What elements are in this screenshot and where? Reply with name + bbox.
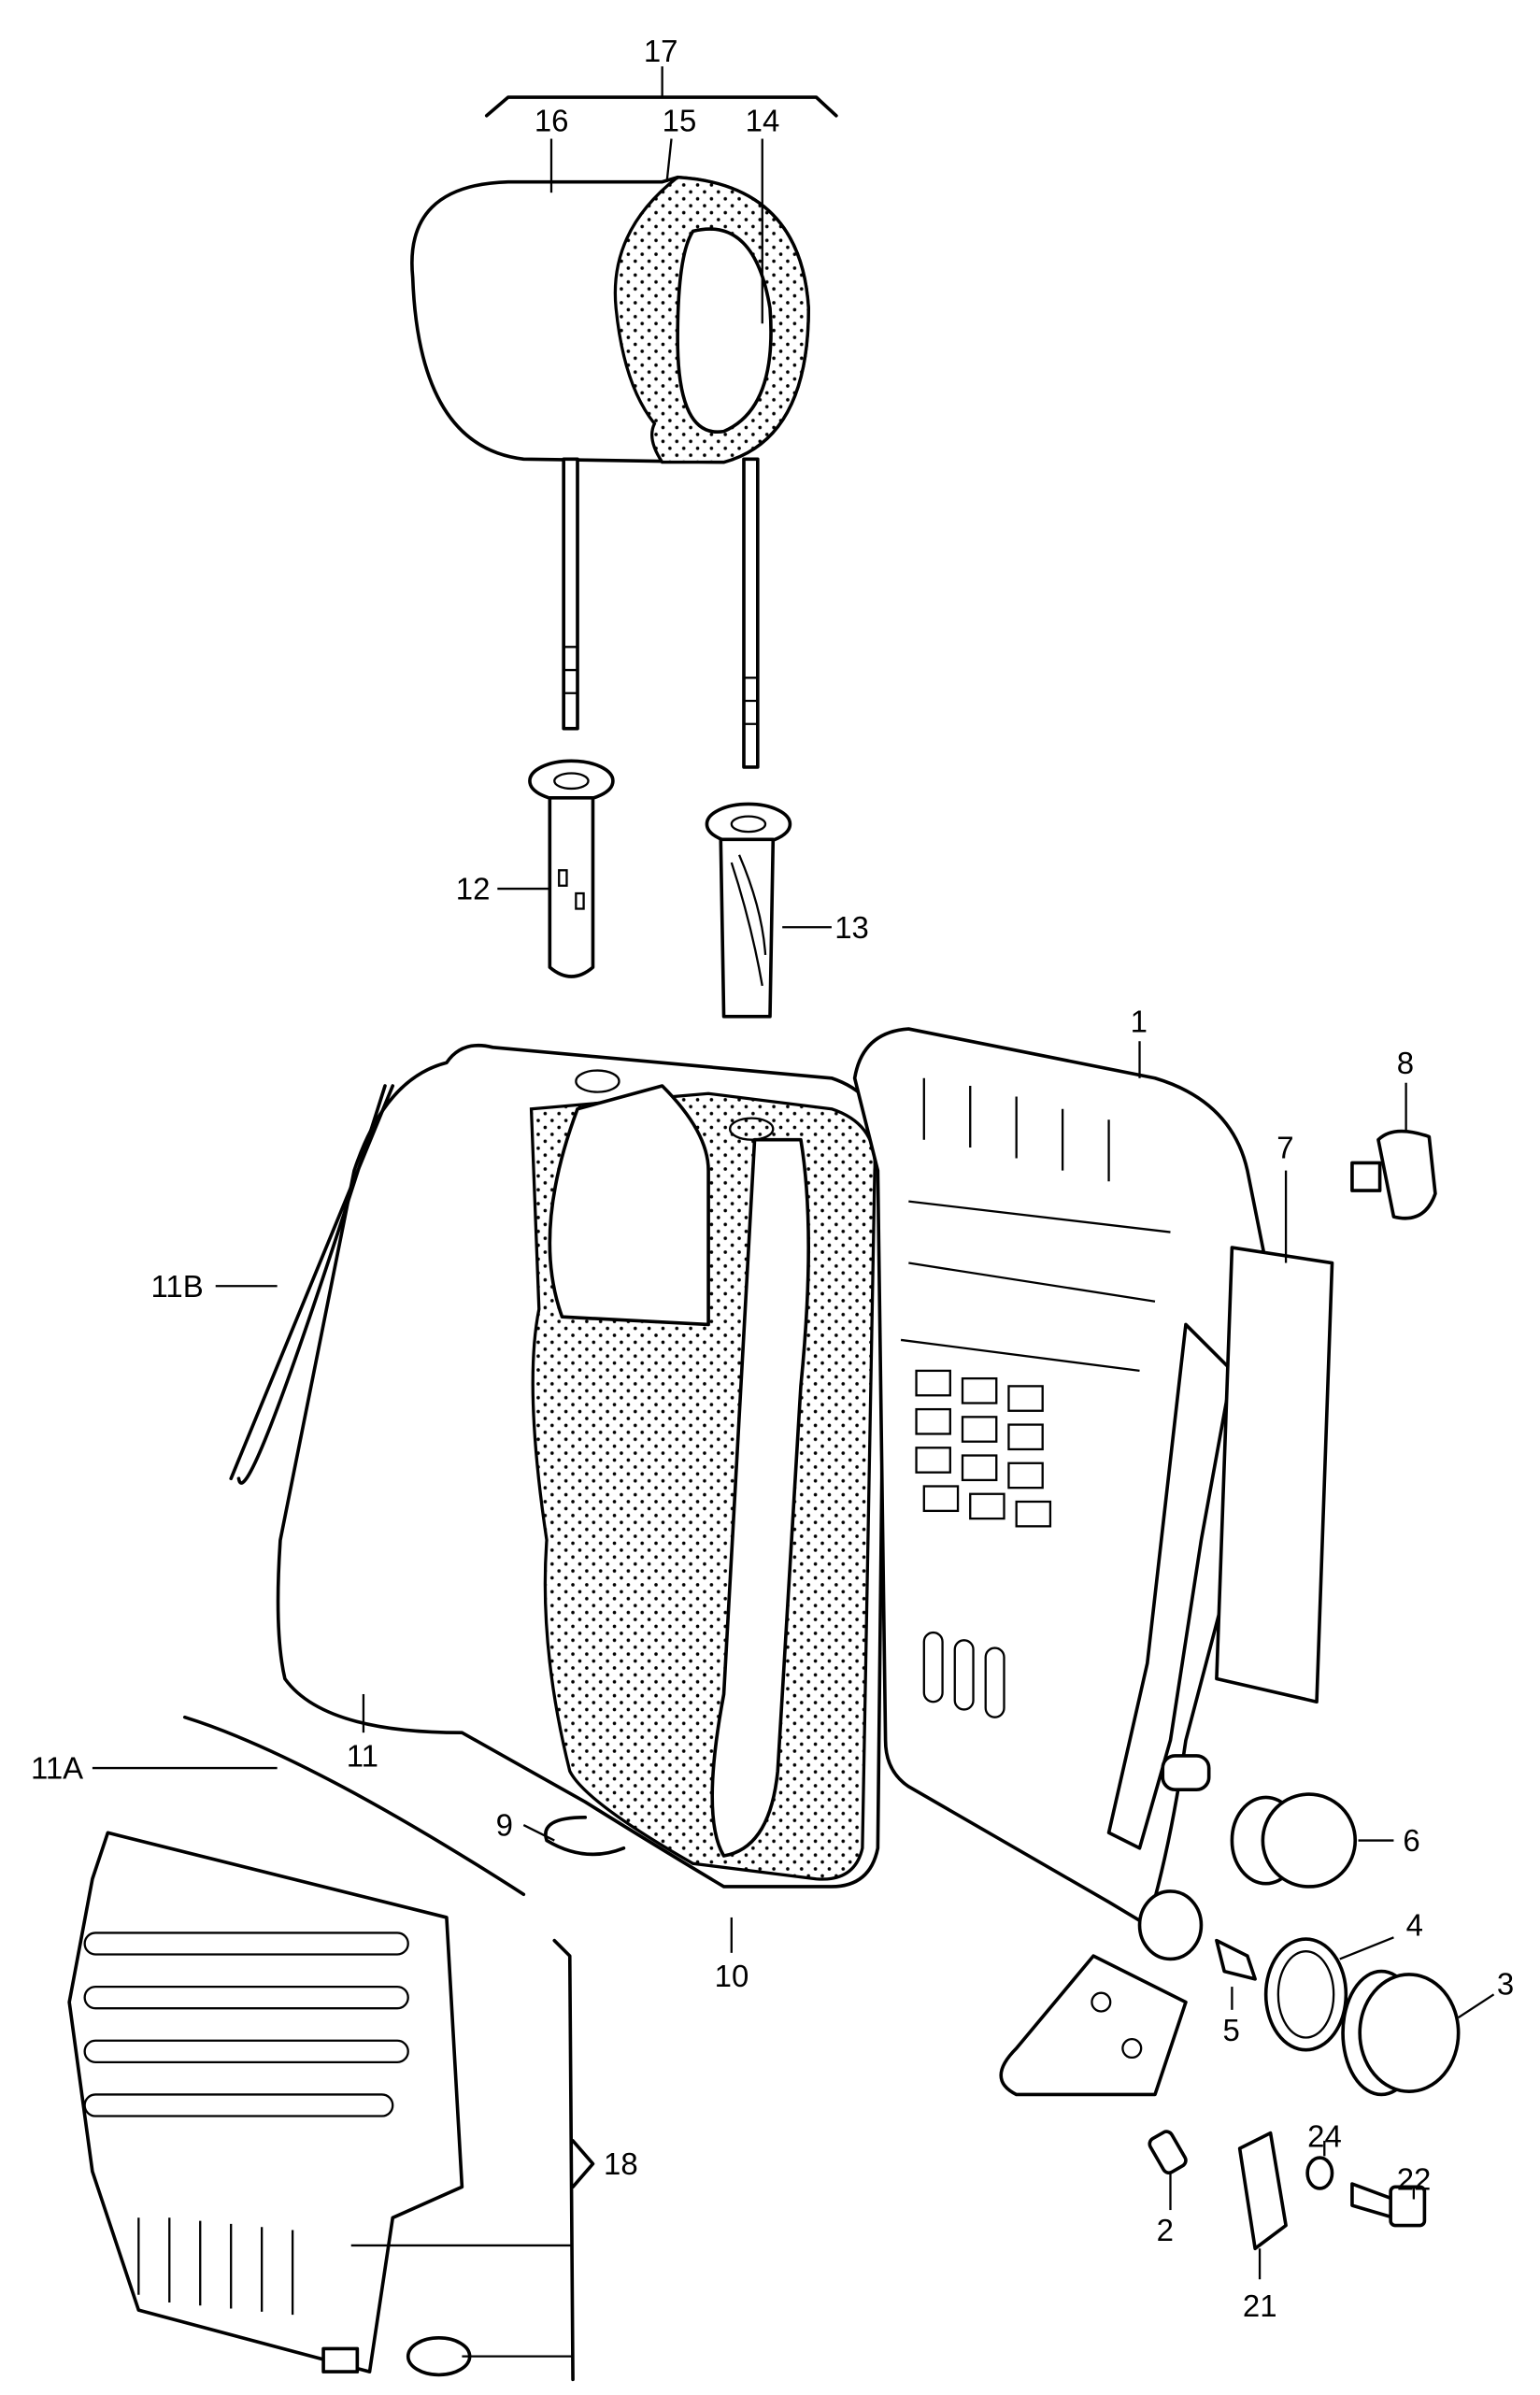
screw-5 — [1215, 1938, 1257, 1981]
knob-6 — [1161, 1754, 1358, 1889]
label-6: 6 — [1403, 1823, 1419, 1858]
label-11A: 11A — [31, 1751, 83, 1786]
label-16: 16 — [535, 103, 569, 137]
headrest-guide-13 — [705, 802, 792, 1019]
label-21: 21 — [1243, 2288, 1277, 2323]
label-15: 15 — [663, 103, 697, 137]
label-22: 22 — [1397, 2162, 1432, 2197]
lumbar-support — [67, 1831, 595, 2382]
label-13: 13 — [834, 910, 869, 945]
label-18: 18 — [604, 2146, 638, 2181]
label-1: 1 — [1131, 1004, 1148, 1038]
label-11B: 11B — [151, 1269, 204, 1304]
label-11: 11 — [347, 1738, 378, 1773]
label-14: 14 — [746, 103, 780, 137]
leader-lines — [92, 66, 1495, 2280]
washer-24 — [1305, 2156, 1334, 2190]
label-9: 9 — [496, 1808, 513, 1843]
knob-3 — [1341, 1969, 1461, 2097]
backrest-frame — [852, 1027, 1286, 1927]
headrest-guide-12 — [528, 759, 615, 978]
part-labels: 17 16 15 14 12 13 1 8 7 11B 11 11A 9 10 … — [31, 34, 1514, 2323]
label-4: 4 — [1406, 1908, 1423, 1943]
plate-21 — [1237, 2131, 1288, 2251]
bolt-22 — [1350, 2182, 1427, 2228]
label-5: 5 — [1223, 2013, 1240, 2047]
label-3: 3 — [1497, 1966, 1514, 2001]
part-8-clip — [1350, 1129, 1437, 1220]
label-2: 2 — [1157, 2213, 1174, 2247]
label-7: 7 — [1276, 1130, 1293, 1164]
label-10: 10 — [715, 1959, 749, 1993]
part-7-pad — [1215, 1246, 1334, 1704]
ring-4 — [1263, 1937, 1348, 2052]
label-17: 17 — [644, 34, 678, 68]
label-8: 8 — [1397, 1046, 1414, 1080]
backrest-cover — [182, 1043, 888, 1897]
headrest — [410, 95, 838, 769]
label-12: 12 — [456, 872, 491, 906]
bracket-hinge — [999, 1889, 1204, 2174]
label-24: 24 — [1307, 2118, 1342, 2153]
